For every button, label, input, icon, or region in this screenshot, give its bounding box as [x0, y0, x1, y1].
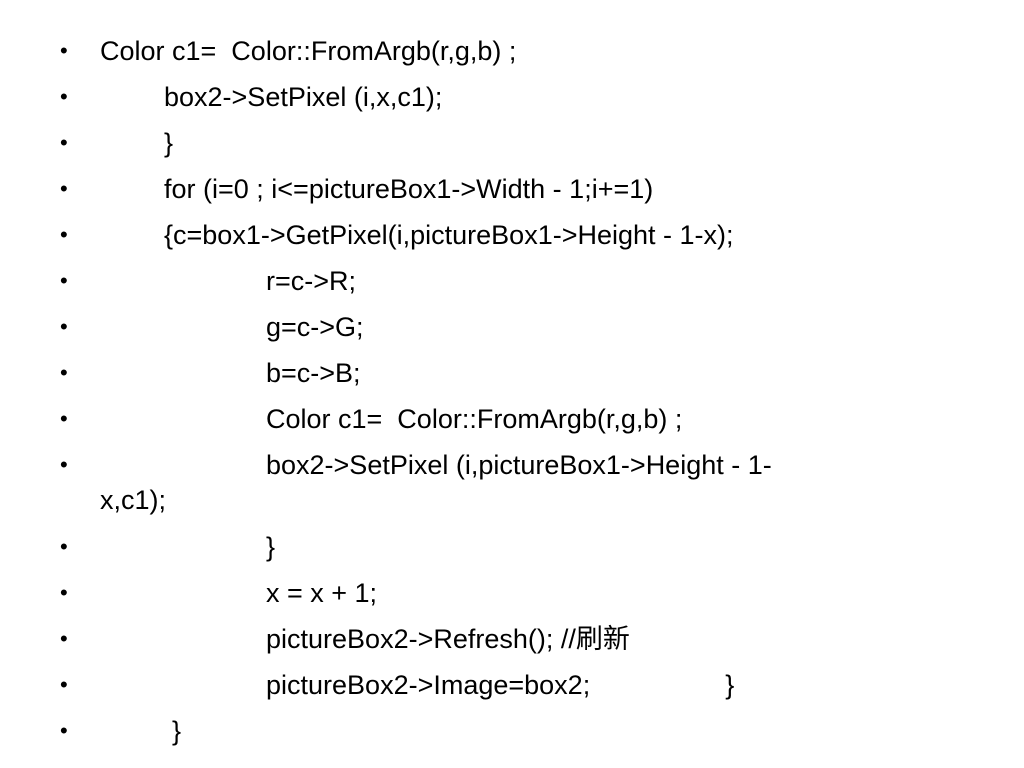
- bullet-icon: •: [60, 84, 68, 109]
- list-item: • }: [60, 708, 960, 754]
- code-line: pictureBox2->Image=box2; }: [266, 670, 735, 700]
- bullet-icon: •: [60, 222, 68, 247]
- list-item: • {c=box1->GetPixel(i,pictureBox1->Heigh…: [60, 212, 960, 258]
- list-item: • x = x + 1;: [60, 570, 960, 616]
- code-line: Color c1= Color::FromArgb(r,g,b) ;: [266, 404, 683, 434]
- code-line: g=c->G;: [266, 312, 364, 342]
- list-item: • }: [60, 524, 960, 570]
- code-line: }: [164, 128, 174, 158]
- code-line: {c=box1->GetPixel(i,pictureBox1->Height …: [164, 220, 734, 250]
- list-item: • pictureBox2->Image=box2; }: [60, 662, 960, 708]
- list-item: • box2->SetPixel (i,pictureBox1->Height …: [60, 442, 960, 524]
- code-line: }: [172, 716, 182, 746]
- code-line: pictureBox2->Refresh(); //刷新: [266, 624, 630, 654]
- bullet-icon: •: [60, 534, 68, 559]
- code-line-continuation: x,c1);: [100, 485, 167, 515]
- code-line: r=c->R;: [266, 266, 357, 296]
- bullet-icon: •: [60, 268, 68, 293]
- code-line: Color c1= Color::FromArgb(r,g,b) ;: [100, 36, 517, 66]
- code-line: x = x + 1;: [266, 578, 378, 608]
- code-line: }: [266, 532, 276, 562]
- bullet-icon: •: [60, 176, 68, 201]
- bullet-icon: •: [60, 626, 68, 651]
- bullet-icon: •: [60, 718, 68, 743]
- bullet-icon: •: [60, 130, 68, 155]
- bullet-icon: •: [60, 406, 68, 431]
- code-bullet-list: • Color c1= Color::FromArgb(r,g,b) ; • b…: [60, 28, 960, 754]
- list-item: • pictureBox2->Refresh(); //刷新: [60, 616, 960, 662]
- bullet-icon: •: [60, 38, 68, 63]
- list-item: • b=c->B;: [60, 350, 960, 396]
- bullet-icon: •: [60, 360, 68, 385]
- list-item: • box2->SetPixel (i,x,c1);: [60, 74, 960, 120]
- bullet-icon: •: [60, 580, 68, 605]
- list-item: • }: [60, 120, 960, 166]
- list-item: • Color c1= Color::FromArgb(r,g,b) ;: [60, 28, 960, 74]
- bullet-icon: •: [60, 672, 68, 697]
- list-item: • for (i=0 ; i<=pictureBox1->Width - 1;i…: [60, 166, 960, 212]
- code-line: for (i=0 ; i<=pictureBox1->Width - 1;i+=…: [164, 174, 654, 204]
- list-item: • r=c->R;: [60, 258, 960, 304]
- code-line: box2->SetPixel (i,x,c1);: [164, 82, 443, 112]
- list-item: • g=c->G;: [60, 304, 960, 350]
- code-line: b=c->B;: [266, 358, 361, 388]
- list-item: • Color c1= Color::FromArgb(r,g,b) ;: [60, 396, 960, 442]
- code-line: box2->SetPixel (i,pictureBox1->Height - …: [266, 450, 772, 480]
- bullet-icon: •: [60, 452, 68, 477]
- bullet-icon: •: [60, 314, 68, 339]
